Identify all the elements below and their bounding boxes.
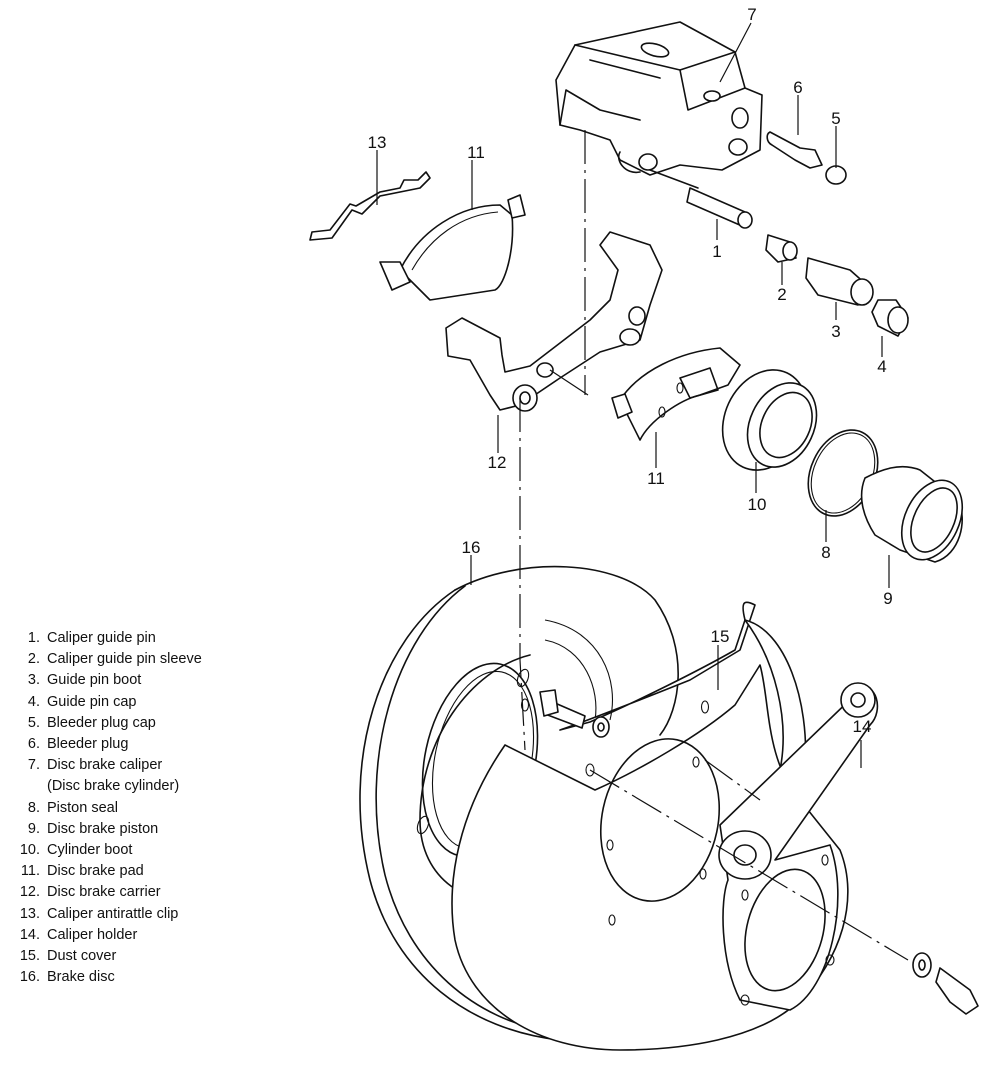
callout-9: 9 <box>883 589 892 608</box>
callout-10: 10 <box>748 495 767 514</box>
legend-number: 5. <box>27 714 40 731</box>
legend-label: Caliper antirattle clip <box>47 905 179 922</box>
callout-12: 12 <box>488 453 507 472</box>
legend-item: 13. Caliper antirattle clip <box>6 904 246 925</box>
callout-14: 14 <box>853 717 872 736</box>
part-bleeder-plug <box>766 131 823 169</box>
legend-item: 1. Caliper guide pin <box>6 628 246 649</box>
callout-7: 7 <box>747 5 756 24</box>
legend-label: Bleeder plug cap <box>47 714 156 731</box>
callout-3: 3 <box>831 322 840 341</box>
callout-15: 15 <box>711 627 730 646</box>
assembly-center-lines <box>519 130 909 961</box>
legend-number: 3. <box>27 672 40 689</box>
legend-label: Caliper guide pin sleeve <box>47 651 202 668</box>
legend-item: 12. Disc brake carrier <box>6 882 246 903</box>
legend-item: 6. Bleeder plug <box>6 734 246 755</box>
legend-item: 15. Dust cover <box>6 946 246 967</box>
part-cylinder-boot <box>721 369 818 471</box>
legend-label: Cylinder boot <box>47 842 133 859</box>
part-disc-brake-caliper <box>555 21 763 176</box>
callout-8: 8 <box>821 543 830 562</box>
callout-4: 4 <box>877 357 886 376</box>
legend-number: 9. <box>27 820 40 837</box>
legend-label: (Disc brake cylinder) <box>47 778 180 795</box>
legend-label: Guide pin boot <box>47 672 142 689</box>
callout-11-upper: 11 <box>467 143 485 162</box>
part-caliper-holder <box>718 682 879 1011</box>
callout-16: 16 <box>462 538 481 557</box>
part-guide-pin-cap <box>871 299 909 337</box>
part-caliper-guide-pin <box>649 169 753 229</box>
parts-legend: 1. Caliper guide pin 2. Caliper guide pin … <box>6 628 246 988</box>
legend-number: 13. <box>19 905 40 922</box>
part-mounting-bolt-upper <box>539 689 610 738</box>
part-guide-pin-sleeve <box>765 234 798 263</box>
part-disc-brake-pad-upper <box>379 194 526 301</box>
callout-6: 6 <box>793 78 802 97</box>
part-mounting-bolt-lower <box>912 952 979 1015</box>
legend-item: 7. Disc brake caliper <box>6 755 246 776</box>
callout-13: 13 <box>368 133 387 152</box>
legend-item: 16. Brake disc <box>6 967 246 988</box>
legend-number: 15. <box>19 948 40 965</box>
callout-11-lower: 11 <box>647 469 665 488</box>
legend-label: Brake disc <box>47 969 115 986</box>
part-caliper-antirattle-clip <box>309 171 431 241</box>
part-disc-brake-pad-lower <box>611 347 741 441</box>
legend-item: 2. Caliper guide pin sleeve <box>6 649 246 670</box>
legend-number: 8. <box>27 799 40 816</box>
legend-item: 4. Guide pin cap <box>6 692 246 713</box>
legend-number: 16. <box>19 969 40 986</box>
legend-number: 12. <box>19 884 40 901</box>
legend-item: 5. Bleeder plug cap <box>6 713 246 734</box>
legend-number: 7. <box>27 757 40 774</box>
legend-number: 1. <box>27 630 40 646</box>
legend-item: 3. Guide pin boot <box>6 670 246 691</box>
legend-label: Piston seal <box>47 799 118 816</box>
legend-label: Disc brake carrier <box>47 884 161 901</box>
legend-item: 11. Disc brake pad <box>6 861 246 882</box>
part-disc-brake-piston <box>860 465 964 563</box>
legend-label: Guide pin cap <box>47 693 137 710</box>
part-bleeder-plug-cap <box>825 165 847 185</box>
legend-number: 10. <box>19 842 40 859</box>
legend-item-continuation: (Disc brake cylinder) <box>6 776 246 797</box>
legend-label: Dust cover <box>47 948 117 965</box>
part-disc-brake-carrier <box>445 231 663 412</box>
callout-2: 2 <box>777 285 786 304</box>
legend-number: 6. <box>27 736 40 753</box>
legend-label: Disc brake caliper <box>47 757 163 774</box>
legend-label: Caliper holder <box>47 926 138 943</box>
legend-number: 2. <box>27 651 40 668</box>
legend-item: 10. Cylinder boot <box>6 840 246 861</box>
legend-number: 14. <box>19 926 40 943</box>
legend-label: Bleeder plug <box>47 736 129 753</box>
leader-lines <box>376 22 890 768</box>
legend-number <box>6 776 47 797</box>
legend-number: 11. <box>20 863 40 880</box>
callout-1: 1 <box>712 242 721 261</box>
legend-number: 4. <box>27 693 40 710</box>
callout-labels: 7 6 5 13 11 1 2 3 4 12 11 10 8 9 16 15 1… <box>368 5 893 736</box>
legend-item: 8. Piston seal <box>6 798 246 819</box>
legend-item: 14. Caliper holder <box>6 925 246 946</box>
part-guide-pin-boot <box>805 257 874 306</box>
legend-label: Disc brake pad <box>47 863 144 880</box>
legend-label: Disc brake piston <box>47 820 159 837</box>
callout-5: 5 <box>831 109 840 128</box>
legend-label: Caliper guide pin <box>47 630 156 646</box>
legend-item: 9. Disc brake piston <box>6 819 246 840</box>
